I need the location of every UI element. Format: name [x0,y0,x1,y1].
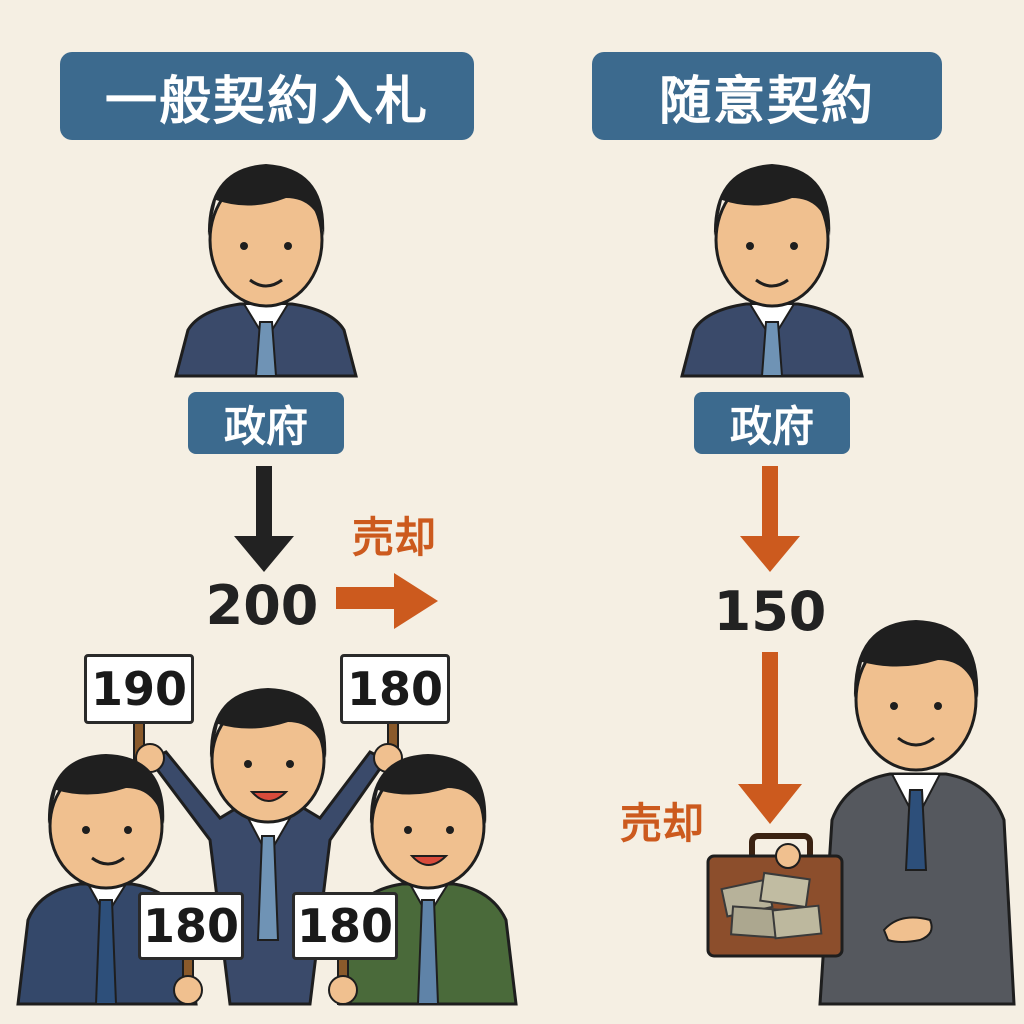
sell-label-right: 売却 [620,799,705,848]
bidder-left [16,754,198,1006]
hand [173,975,203,1005]
right-arrow-orange [336,573,438,629]
hand [775,843,801,869]
buyer-with-briefcase [818,620,1016,1006]
briefcase-icon [706,833,844,958]
bid-sign: 190 [84,654,194,724]
government-official-left [174,164,358,378]
hand [328,975,358,1005]
money-icon [720,871,823,940]
down-arrow-orange-top [740,466,800,572]
government-label-left: 政府 [188,392,344,454]
title-private-contract: 随意契約 [592,52,942,140]
price-left: 200 [205,574,319,637]
bidder-center [135,688,403,1006]
bid-sign: 180 [138,892,244,960]
sell-label-left: 売却 [352,513,437,562]
price-right: 150 [713,580,827,643]
bidder-right [338,754,518,1006]
government-official-right [680,164,864,378]
bid-sign: 180 [340,654,450,724]
government-label-right: 政府 [694,392,850,454]
title-general-tender: 一般契約入札 [60,52,474,140]
down-arrow-black [234,466,294,572]
bid-sign: 180 [292,892,398,960]
down-arrow-orange-bottom [738,652,802,824]
